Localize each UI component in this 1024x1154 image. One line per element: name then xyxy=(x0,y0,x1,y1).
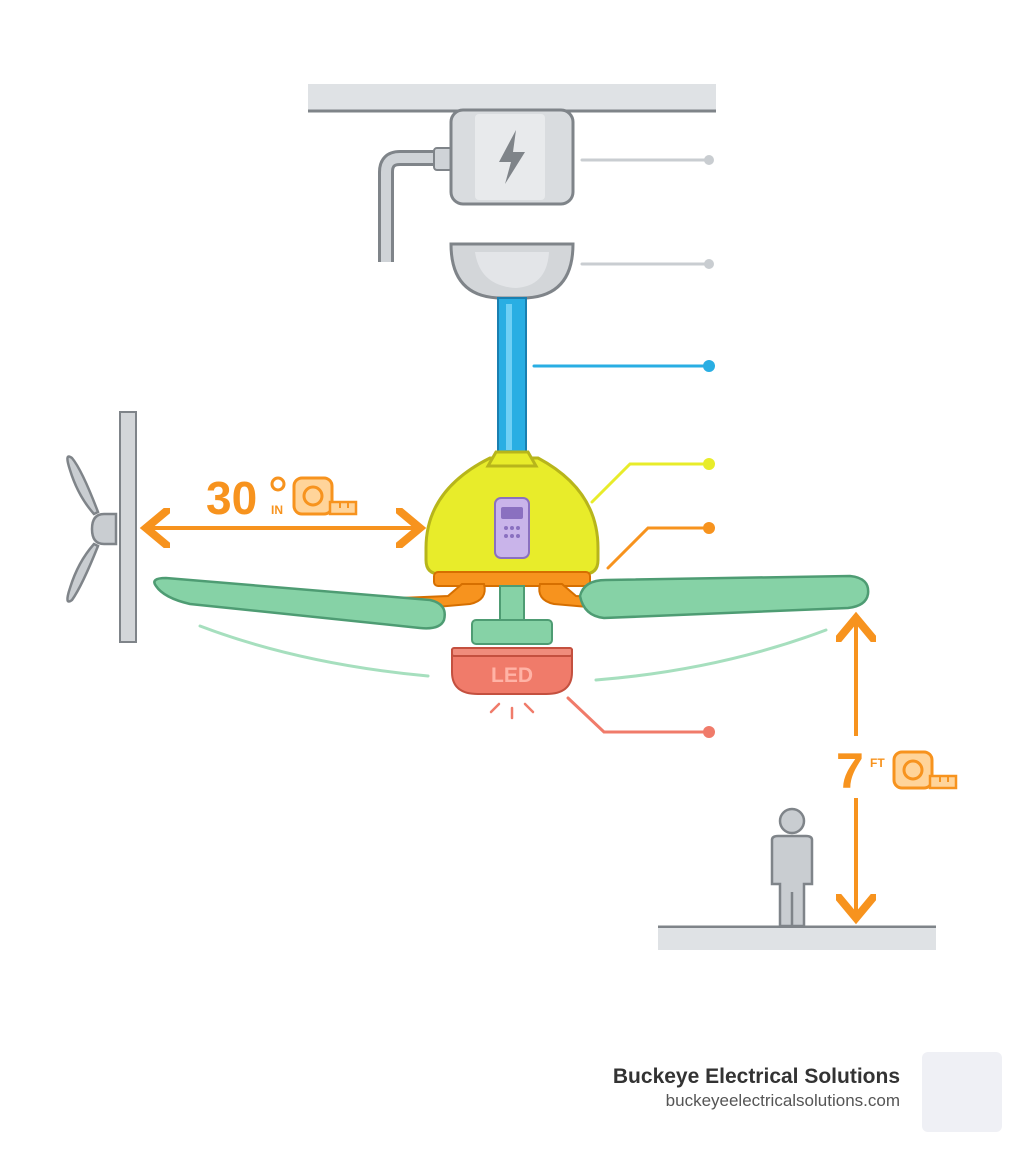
light-rays xyxy=(489,702,535,720)
wall-clearance-value: 30 xyxy=(206,472,257,524)
switch-housing xyxy=(471,585,553,645)
canopy xyxy=(449,242,575,300)
blade-motion-arcs xyxy=(198,624,828,682)
callouts xyxy=(532,155,715,738)
brand-block: Buckeye Electrical Solutions buckeyeelec… xyxy=(613,1064,900,1112)
floor-clearance-arrow xyxy=(836,622,876,914)
wall-fan-icon xyxy=(66,455,118,603)
degree-mark xyxy=(270,476,286,492)
floor-clearance-unit: FT xyxy=(870,756,885,770)
floor-clearance-value: 7 xyxy=(836,743,864,799)
wall xyxy=(119,411,137,643)
callout-motor-housing xyxy=(590,458,715,504)
brand-url: buckeyeelectricalsolutions.com xyxy=(665,1091,900,1110)
remote-receiver xyxy=(494,497,530,559)
led-label: LED xyxy=(491,664,533,687)
brand-logo-box xyxy=(922,1052,1002,1132)
floor xyxy=(658,925,936,950)
brand-name: Buckeye Electrical Solutions xyxy=(612,1065,900,1088)
downrod xyxy=(497,297,527,455)
callout-junction-box xyxy=(580,155,714,165)
tape-measure-icon xyxy=(892,750,958,790)
callout-led-light xyxy=(566,696,715,738)
person-icon xyxy=(770,807,814,928)
callout-downrod xyxy=(532,360,715,372)
callout-blade-brackets xyxy=(606,522,715,570)
blade-right xyxy=(578,574,870,620)
tape-measure-icon xyxy=(292,476,358,516)
conduit-pipe xyxy=(378,147,453,262)
lightning-icon xyxy=(499,130,525,184)
callout-canopy xyxy=(580,259,714,269)
ceiling xyxy=(308,84,716,113)
fan-blades xyxy=(153,574,870,630)
led-light-kit: LED xyxy=(451,647,573,695)
wall-clearance-unit: IN xyxy=(271,503,283,517)
blade-left xyxy=(153,576,446,630)
